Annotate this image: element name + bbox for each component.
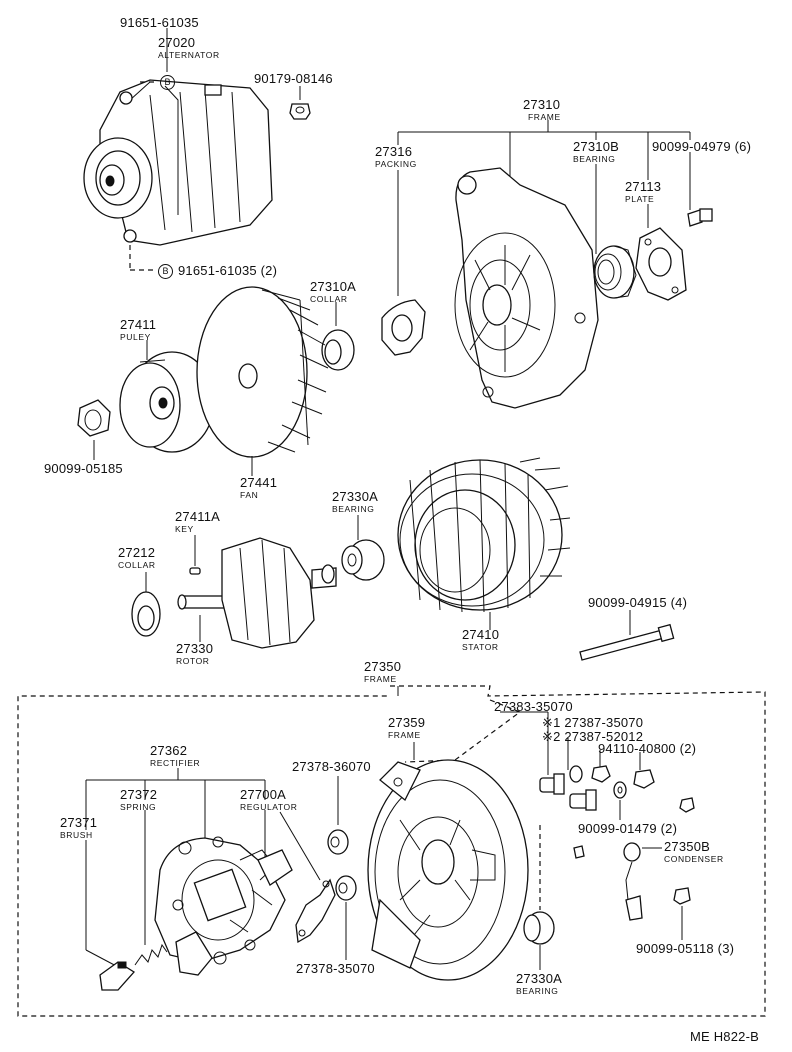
part-name-brush: BRUSH — [60, 830, 93, 840]
callout-b-bottom: B — [158, 264, 173, 279]
part-number-27383-35070: 27383-35070 — [494, 699, 573, 714]
rear-frame-enclosure — [17, 685, 766, 1017]
collar-27212-drawing — [131, 591, 161, 637]
part-number-27387-52012: ※2 27387-52012 — [542, 729, 644, 744]
brush-27371-drawing — [99, 961, 135, 991]
part-name-frame: FRAME — [364, 674, 397, 684]
regulator-27700a-drawing — [295, 878, 336, 944]
part-number-27350: 27350 — [364, 659, 402, 674]
part-name-collar: COLLAR — [118, 560, 156, 570]
stator-27410-drawing — [397, 457, 571, 613]
part-number-27330a: 27330A — [332, 489, 379, 504]
nut-90179-drawing — [289, 103, 311, 120]
plate-27113-drawing — [635, 227, 687, 301]
part-name-spring: SPRING — [120, 802, 157, 812]
part-name-frame: FRAME — [388, 730, 421, 740]
part-name-key: KEY — [175, 524, 194, 534]
callout-b-top: B — [160, 75, 175, 90]
nut-90099-05185-drawing — [77, 399, 111, 437]
part-number-27410: 27410 — [462, 627, 500, 642]
part-name-regulator: REGULATOR — [240, 802, 298, 812]
leader-dash — [404, 699, 522, 763]
part-number-27372: 27372 — [120, 787, 158, 802]
bearing-27330a-rear-drawing — [523, 911, 555, 945]
part-number-27310a: 27310A — [310, 279, 357, 294]
part-number-91651-61035-2: 91651-61035 (2) — [178, 263, 278, 278]
packing-27316-drawing — [381, 299, 426, 356]
part-number-90099-05118: 90099-05118 (3) — [636, 941, 735, 956]
part-name-rotor: ROTOR — [176, 656, 210, 666]
part-number-27378-35070: 27378-35070 — [296, 961, 375, 976]
part-name-bearing: BEARING — [332, 504, 375, 514]
bolt-90099-04915-drawing — [579, 623, 675, 661]
terminal-27383-drawing — [539, 765, 583, 795]
part-number-94110-40800: 94110-40800 (2) — [598, 741, 697, 756]
part-number-27330a-rear: 27330A — [516, 971, 563, 986]
part-number-27113: 27113 — [625, 179, 662, 194]
part-number-90099-01479: 90099-01479 (2) — [578, 821, 678, 836]
part-number-27378-36070: 27378-36070 — [292, 759, 371, 774]
part-number-27700a: 27700A — [240, 787, 287, 802]
part-number-27387-35070: ※1 27387-35070 — [542, 715, 644, 730]
spring-27372-drawing — [134, 943, 168, 966]
part-number-27359: 27359 — [388, 715, 426, 730]
part-name-stator: STATOR — [462, 642, 499, 652]
part-name-bearing: BEARING — [516, 986, 559, 996]
part-name-plate: PLATE — [625, 194, 655, 204]
washer-90099-01479-drawing — [613, 781, 627, 799]
rotor-27330-drawing — [177, 537, 337, 649]
part-number-90099-04915: 90099-04915 (4) — [588, 595, 688, 610]
part-number-27441: 27441 — [240, 475, 278, 490]
bearing-27330a-drawing — [341, 539, 385, 581]
collar-27310a-drawing — [321, 329, 355, 371]
part-name-condenser: CONDENSER — [664, 854, 724, 864]
part-name-alternator: ALTERNATOR — [158, 50, 220, 60]
part-name-bearing: BEARING — [573, 154, 616, 164]
part-number-91651-61035: 91651-61035 — [120, 15, 199, 30]
part-name-frame: FRAME — [528, 112, 561, 122]
part-number-27350b: 27350B — [664, 839, 711, 854]
part-number-90099-05185: 90099-05185 — [44, 461, 123, 476]
part-number-27310: 27310 — [523, 97, 561, 112]
part-number-27020: 27020 — [158, 35, 196, 50]
part-number-27371: 27371 — [60, 815, 98, 830]
part-name-puley: PULEY — [120, 332, 151, 342]
pulley-27411-drawing — [119, 351, 215, 453]
part-name-packing: PACKING — [375, 159, 417, 169]
part-number-27310b: 27310B — [573, 139, 620, 154]
insulator-27387-drawing — [569, 789, 597, 811]
nut-90099-05118-drawing — [673, 887, 691, 905]
rectifier-27362-drawing — [154, 836, 293, 976]
bush-27378-36070-drawing — [327, 829, 349, 855]
part-number-90179-08146: 90179-08146 — [254, 71, 333, 86]
part-name-rectifier: RECTIFIER — [150, 758, 201, 768]
part-number-27316: 27316 — [375, 144, 413, 159]
part-name-collar: COLLAR — [310, 294, 348, 304]
part-name-fan: FAN — [240, 490, 259, 500]
part-number-27212: 27212 — [118, 545, 156, 560]
screw-90099-04979-drawing — [687, 208, 713, 227]
alternator-assembly-drawing — [83, 79, 273, 246]
key-27411a-drawing — [189, 567, 201, 575]
part-number-27411a: 27411A — [175, 509, 221, 524]
diagram-code: ME H822-B — [690, 1029, 759, 1044]
nut-94110-drawing — [591, 765, 655, 789]
fan-27441-drawing — [196, 286, 329, 458]
part-number-27411: 27411 — [120, 317, 157, 332]
part-number-27330: 27330 — [176, 641, 214, 656]
nut-small-drawing — [573, 797, 695, 859]
frame-27359-drawing — [367, 759, 529, 981]
condenser-27350b-drawing — [623, 842, 643, 921]
bush-27378-35070-drawing — [335, 875, 357, 901]
part-number-27362: 27362 — [150, 743, 188, 758]
frame-27310-drawing — [454, 167, 599, 409]
bearing-27310b-drawing — [593, 245, 637, 299]
part-number-90099-04979: 90099-04979 (6) — [652, 139, 752, 154]
